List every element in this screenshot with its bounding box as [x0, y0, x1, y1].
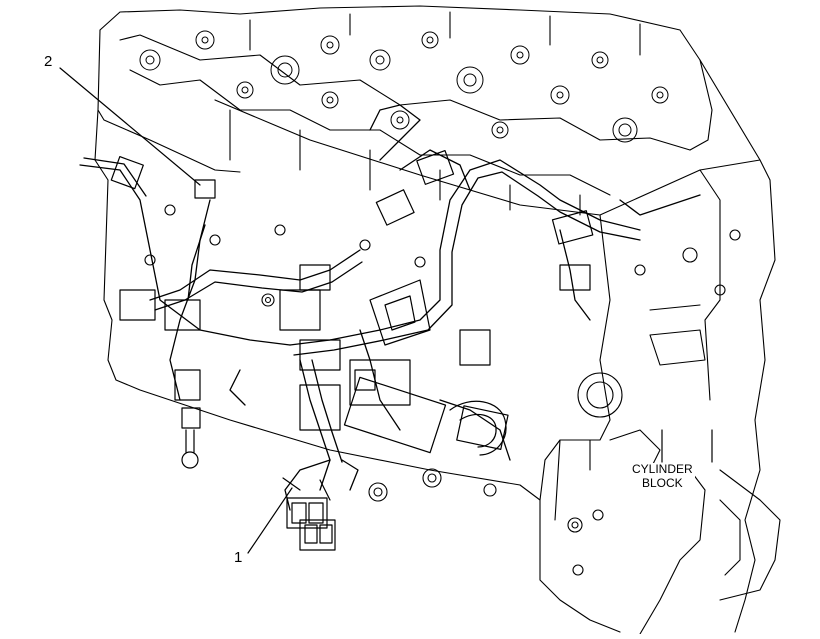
leader-line-1	[247, 487, 293, 554]
callout-number-1: 1	[234, 549, 243, 566]
cylinder-head	[97, 5, 771, 216]
connectors	[110, 149, 594, 551]
cylinder-block-label-line1: CYLINDER	[632, 462, 693, 476]
leader-line-2	[59, 67, 201, 186]
cylinder-block-label-line2: BLOCK	[642, 476, 683, 490]
cylinder-block	[94, 109, 781, 635]
leader-lines	[59, 67, 713, 554]
callout-number-2: 2	[44, 53, 53, 70]
leader-line-2b	[60, 68, 210, 180]
cylinder-block-label: CYLINDER BLOCK	[630, 463, 695, 489]
